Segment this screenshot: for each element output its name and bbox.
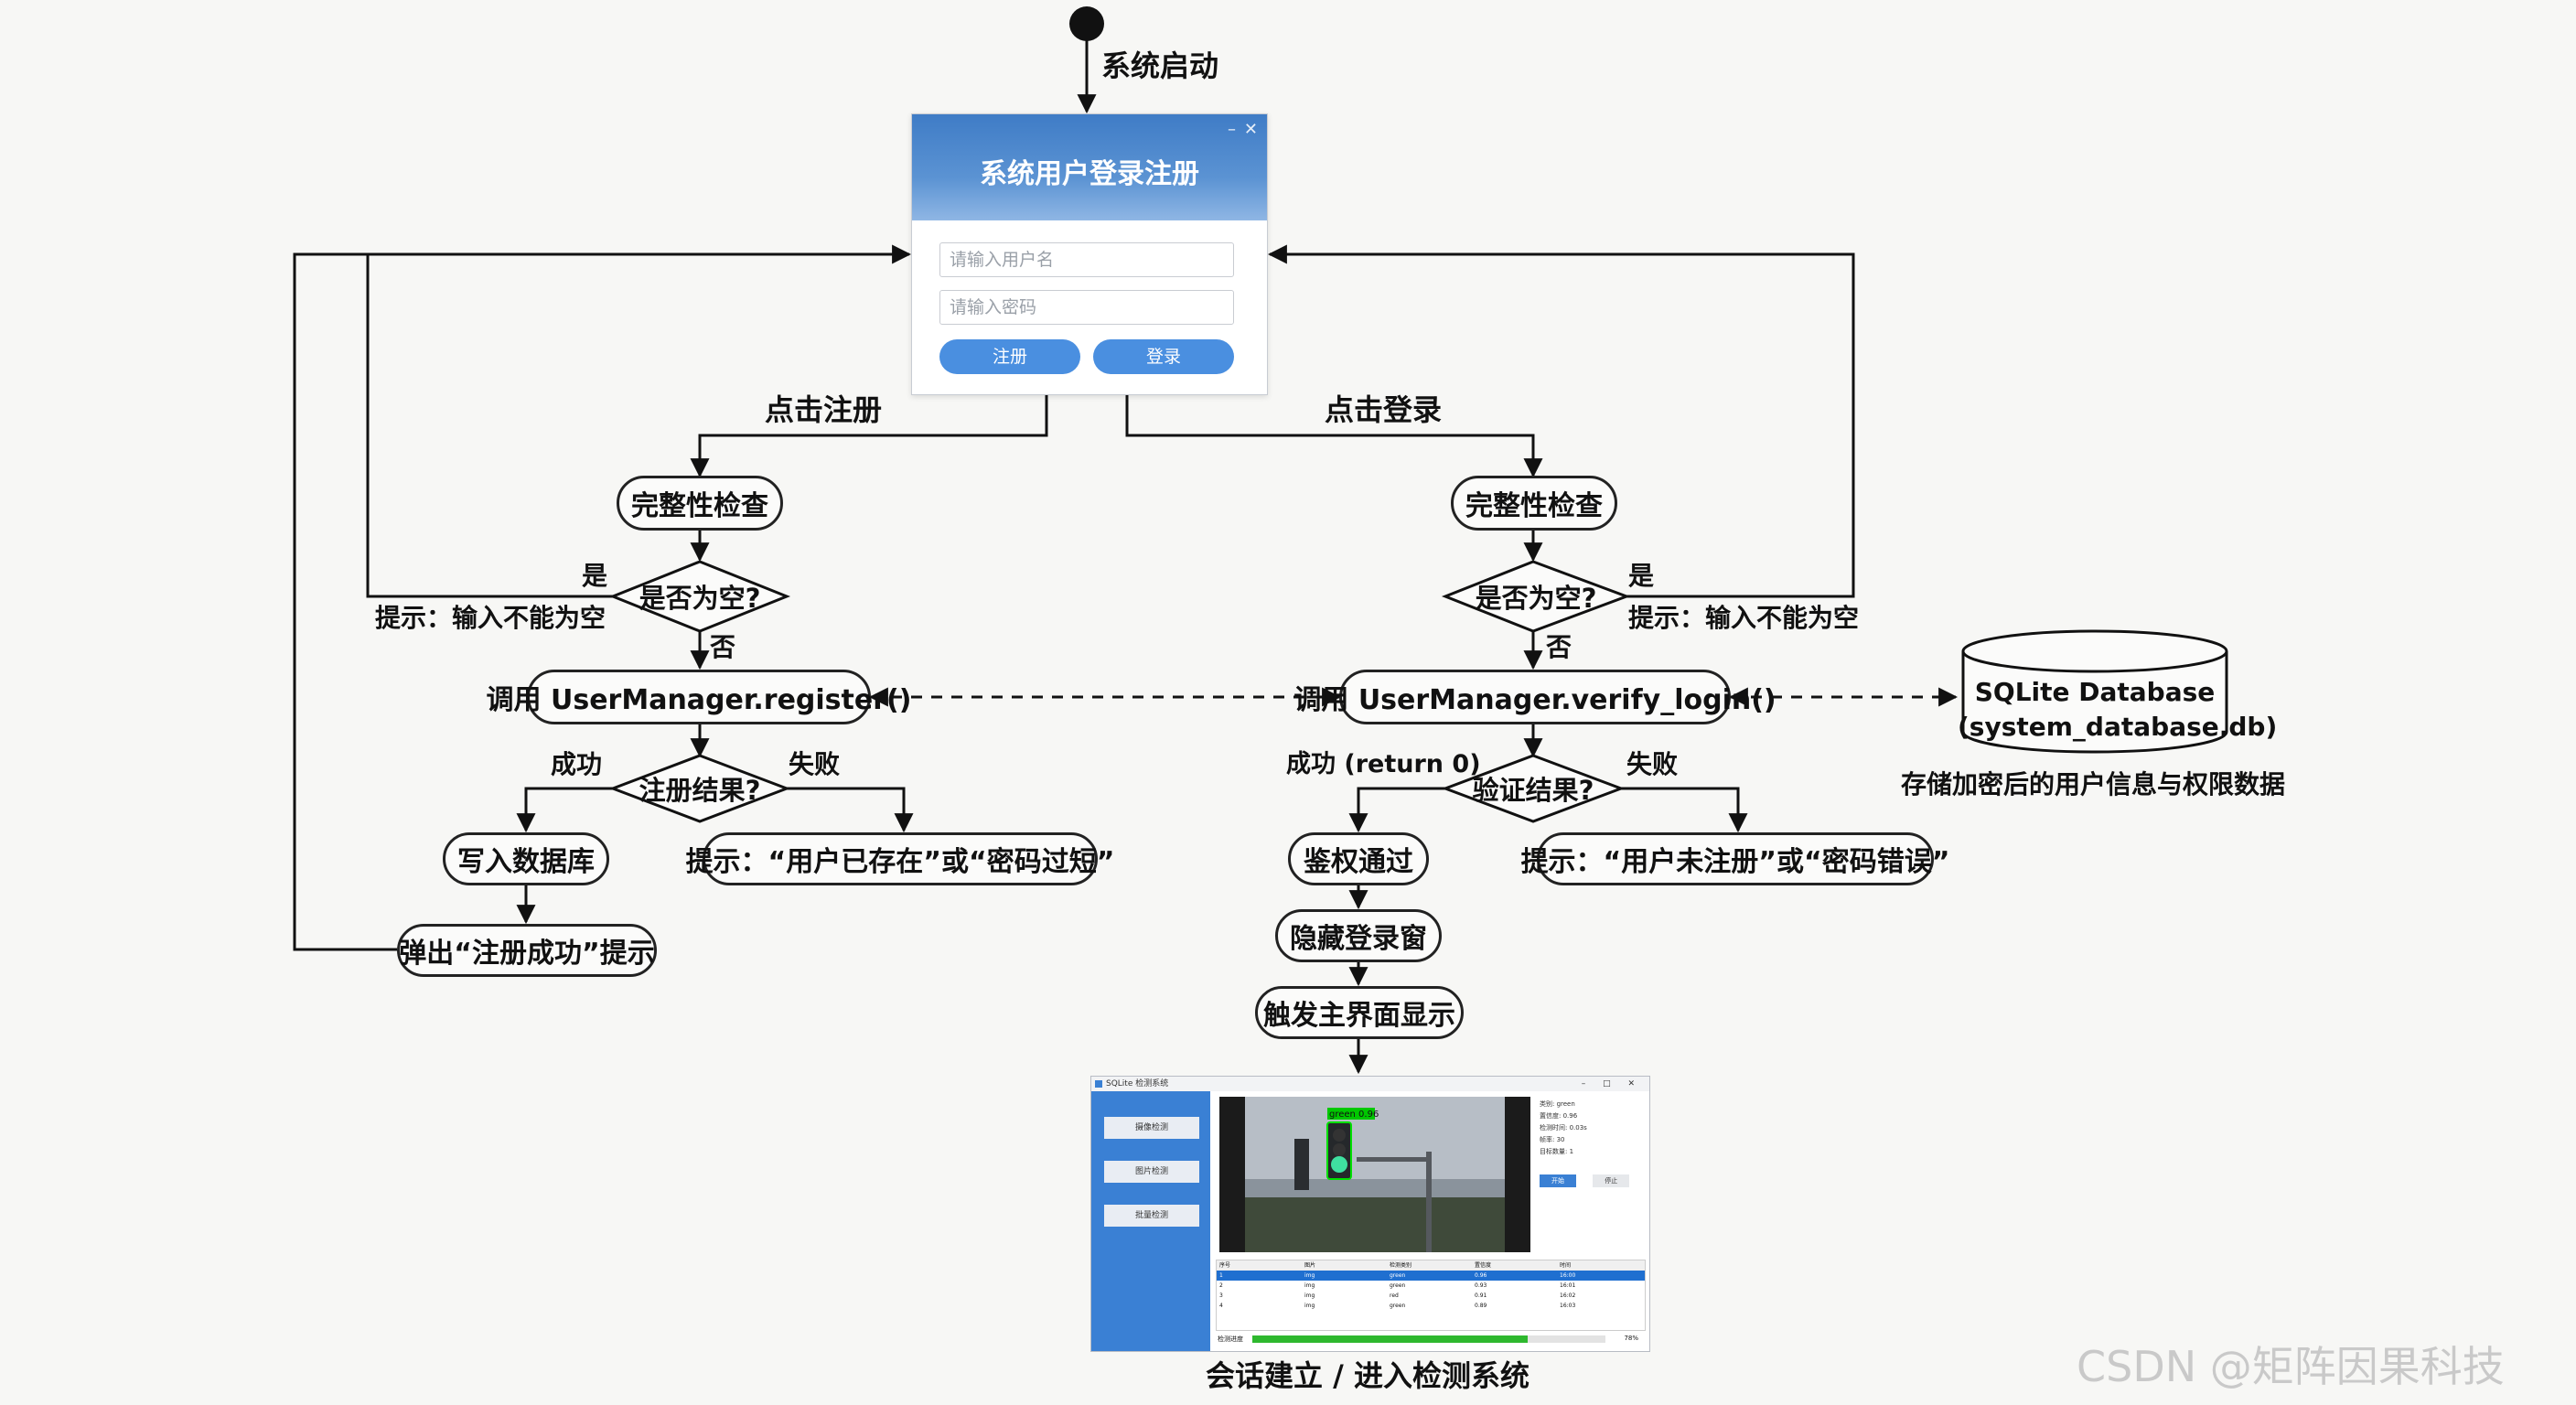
register-success-label: 成功 <box>551 749 603 779</box>
table-header-cell: 时间 <box>1560 1262 1572 1269</box>
info-line: 帧率: 30 <box>1540 1136 1565 1143</box>
database-file: (system_database.db) <box>1958 712 2278 742</box>
video-view: green 0.96 <box>1219 1097 1530 1252</box>
info-line: 检测时间: 0.03s <box>1540 1124 1587 1132</box>
table-header-cell: 图片 <box>1304 1262 1316 1269</box>
auth-pass-node: 鉴权通过 <box>1288 832 1429 885</box>
login-button[interactable]: 登录 <box>1093 339 1234 374</box>
login-result-diamond <box>1441 754 1626 823</box>
hide-window-node: 隐藏登录窗 <box>1275 909 1442 962</box>
database-caption: 存储加密后的用户信息与权限数据 <box>1901 769 2286 799</box>
register-success-popup-node: 弹出“注册成功”提示 <box>397 924 657 977</box>
app-titlebar: SQLite 检测系统 – □ ✕ <box>1091 1077 1649 1091</box>
watermark: CSDN @矩阵因果科技 <box>2077 1342 2505 1391</box>
close-icon[interactable]: ✕ <box>1243 120 1258 139</box>
database-name: SQLite Database <box>1974 677 2216 707</box>
register-call-node: 调用 UserManager.register() <box>487 670 911 724</box>
app-logo-icon <box>1095 1080 1102 1088</box>
login-fail-hint-node: 提示：“用户未注册”或“密码错误” <box>1521 832 1949 885</box>
login-check-node: 完整性检查 <box>1451 476 1617 531</box>
username-input[interactable]: 请输入用户名 <box>939 242 1234 277</box>
minimize-icon[interactable]: – <box>1228 120 1236 139</box>
info-panel: 类别: green 置信度: 0.96 检测时间: 0.03s 帧率: 30 目… <box>1540 1099 1646 1187</box>
info-line: 目标数量: 1 <box>1540 1148 1574 1155</box>
login-window: – ✕ 系统用户登录注册 请输入用户名 请输入密码 注册 登录 <box>911 113 1268 395</box>
login-success-label: 成功 (return 0) <box>1286 750 1481 778</box>
progress-text: 78% <box>1624 1335 1638 1342</box>
progress-fill <box>1252 1335 1529 1343</box>
start-node <box>1069 6 1104 41</box>
register-trigger-label: 点击注册 <box>765 392 883 427</box>
login-call-node: 调用 UserManager.verify_login() <box>1293 670 1776 724</box>
start-label: 系统启动 <box>1101 48 1219 83</box>
camera-detect-button[interactable]: 摄像检测 <box>1104 1117 1199 1139</box>
register-empty-hint: 提示：输入不能为空 <box>375 603 606 633</box>
login-fail-label: 失败 <box>1626 749 1679 779</box>
window-controls-icon[interactable]: – □ ✕ <box>1581 1079 1642 1089</box>
register-empty-diamond <box>608 560 791 633</box>
login-result-question: 验证结果? <box>1472 775 1594 806</box>
app-window-title: SQLite 检测系统 <box>1106 1079 1169 1089</box>
login-window-header: – ✕ 系统用户登录注册 <box>912 114 1267 220</box>
register-fail-label: 失败 <box>789 749 841 779</box>
login-empty-diamond <box>1441 560 1631 633</box>
detection-app-preview: SQLite 检测系统 – □ ✕ 摄像检测 图片检测 批量检测 green 0… <box>1090 1076 1650 1352</box>
login-yes-label: 是 <box>1628 561 1655 591</box>
start-button[interactable]: 开始 <box>1540 1174 1576 1187</box>
info-line: 置信度: 0.96 <box>1540 1112 1578 1120</box>
image-detect-button[interactable]: 图片检测 <box>1104 1161 1199 1183</box>
register-result-diamond <box>608 754 791 823</box>
login-trigger-label: 点击登录 <box>1325 392 1443 427</box>
progress-label: 检测进度 <box>1218 1335 1243 1343</box>
register-result-question: 注册结果? <box>639 775 761 806</box>
table-header: 序号 图片 检测类别 置信度 时间 <box>1217 1260 1645 1271</box>
table-header-cell: 序号 <box>1219 1262 1231 1269</box>
database-label: SQLite Database (system_database.db) <box>1958 675 2278 745</box>
login-window-title: 系统用户登录注册 <box>980 158 1199 190</box>
table-header-cell: 检测类别 <box>1390 1262 1412 1269</box>
session-label: 会话建立 / 进入检测系统 <box>1206 1358 1530 1393</box>
register-fail-hint-node: 提示：“用户已存在”或“密码过短” <box>686 832 1114 885</box>
progress-row: 检测进度 78% <box>1216 1333 1644 1346</box>
traffic-light-scene: green 0.96 <box>1219 1097 1530 1252</box>
register-button[interactable]: 注册 <box>939 339 1080 374</box>
register-check-node: 完整性检查 <box>617 476 783 531</box>
batch-detect-button[interactable]: 批量检测 <box>1104 1205 1199 1227</box>
show-main-node: 触发主界面显示 <box>1255 986 1464 1039</box>
login-no-label: 否 <box>1546 632 1572 662</box>
login-empty-question: 是否为空? <box>1475 583 1597 614</box>
register-no-label: 否 <box>710 632 736 662</box>
login-empty-hint: 提示：输入不能为空 <box>1628 603 1860 633</box>
stop-button[interactable]: 停止 <box>1593 1174 1630 1187</box>
register-empty-question: 是否为空? <box>639 583 761 614</box>
app-sidebar: 摄像检测 图片检测 批量检测 <box>1091 1091 1210 1351</box>
register-yes-label: 是 <box>582 561 608 591</box>
write-db-node: 写入数据库 <box>443 832 609 885</box>
progress-track <box>1252 1335 1605 1343</box>
info-line: 类别: green <box>1540 1100 1575 1108</box>
detection-label: green 0.96 <box>1329 1110 1379 1120</box>
database-cylinder <box>1961 629 2228 754</box>
table-header-cell: 置信度 <box>1475 1262 1492 1269</box>
password-input[interactable]: 请输入密码 <box>939 290 1234 325</box>
